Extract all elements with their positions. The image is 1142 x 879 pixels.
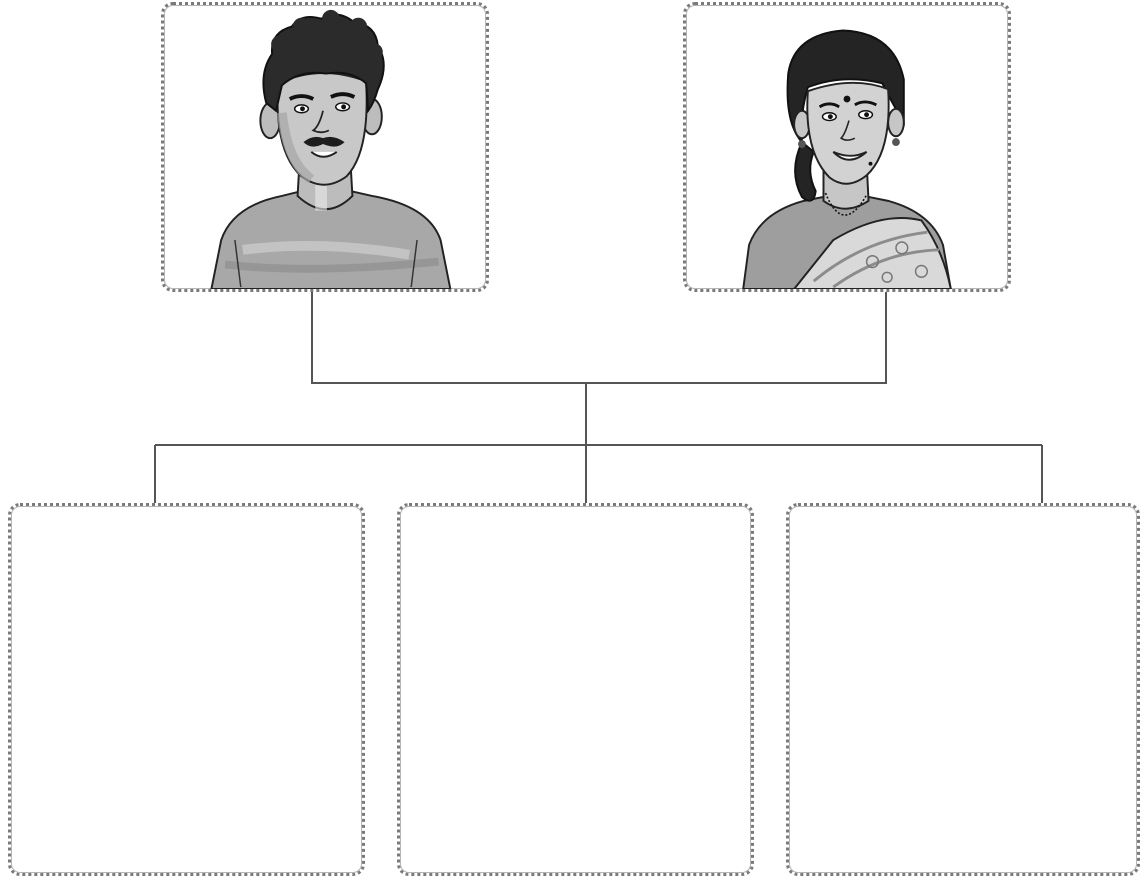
father-portrait-frame	[161, 2, 489, 292]
man-portrait-illustration	[164, 5, 486, 289]
child-box-2	[397, 503, 754, 876]
woman-portrait-illustration	[686, 5, 1008, 289]
child-box-3	[786, 503, 1140, 876]
father-connector	[312, 292, 886, 383]
child-box-1	[8, 503, 365, 876]
mother-portrait-frame	[683, 2, 1011, 292]
